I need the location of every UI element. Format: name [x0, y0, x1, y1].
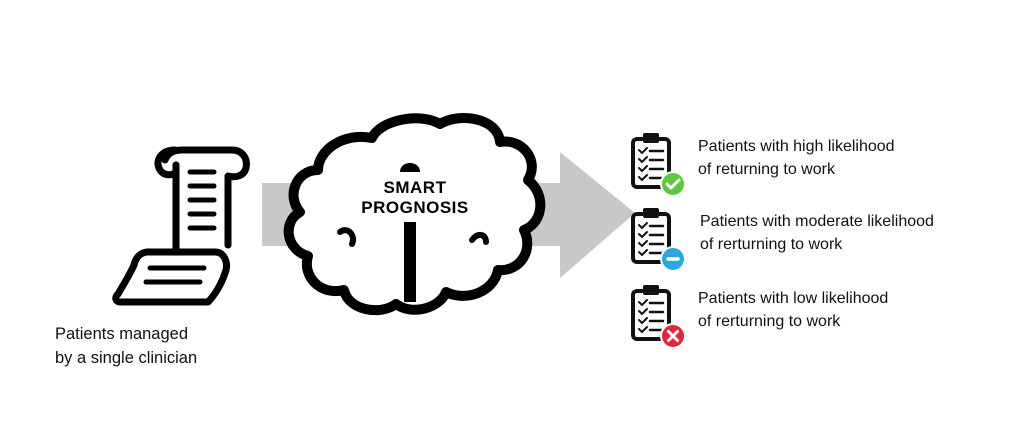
input-caption-line2: by a single clinician — [55, 349, 198, 367]
outcome-moderate-text: Patients with moderate likelihood of rer… — [700, 210, 934, 256]
clipboard-check-icon — [631, 133, 686, 197]
input-caption: Patients managed by a single clinician — [55, 322, 197, 370]
outcome-low-line1: Patients with low likelihood — [698, 290, 889, 307]
outcome-high-line2: of returning to work — [698, 161, 835, 178]
model-label: SMART PROGNOSIS — [350, 178, 480, 218]
outcome-high-line1: Patients with high likelihood — [698, 138, 895, 155]
model-label-line1: SMART — [383, 178, 447, 197]
clipboard-x-icon — [631, 285, 686, 349]
outcome-moderate-line2: of rerturning to work — [700, 236, 843, 253]
outcome-high-text: Patients with high likelihood of returni… — [698, 135, 895, 181]
outcome-low-text: Patients with low likelihood of rerturni… — [698, 287, 888, 333]
outcome-low-line2: of rerturning to work — [698, 313, 841, 330]
model-label-line2: PROGNOSIS — [361, 198, 469, 217]
clipboard-minus-icon — [631, 208, 686, 272]
outcome-moderate-line1: Patients with moderate likelihood — [700, 213, 934, 230]
input-caption-line1: Patients managed — [55, 325, 189, 343]
scroll-document-icon — [112, 146, 250, 306]
brain-cloud-icon — [283, 113, 546, 316]
